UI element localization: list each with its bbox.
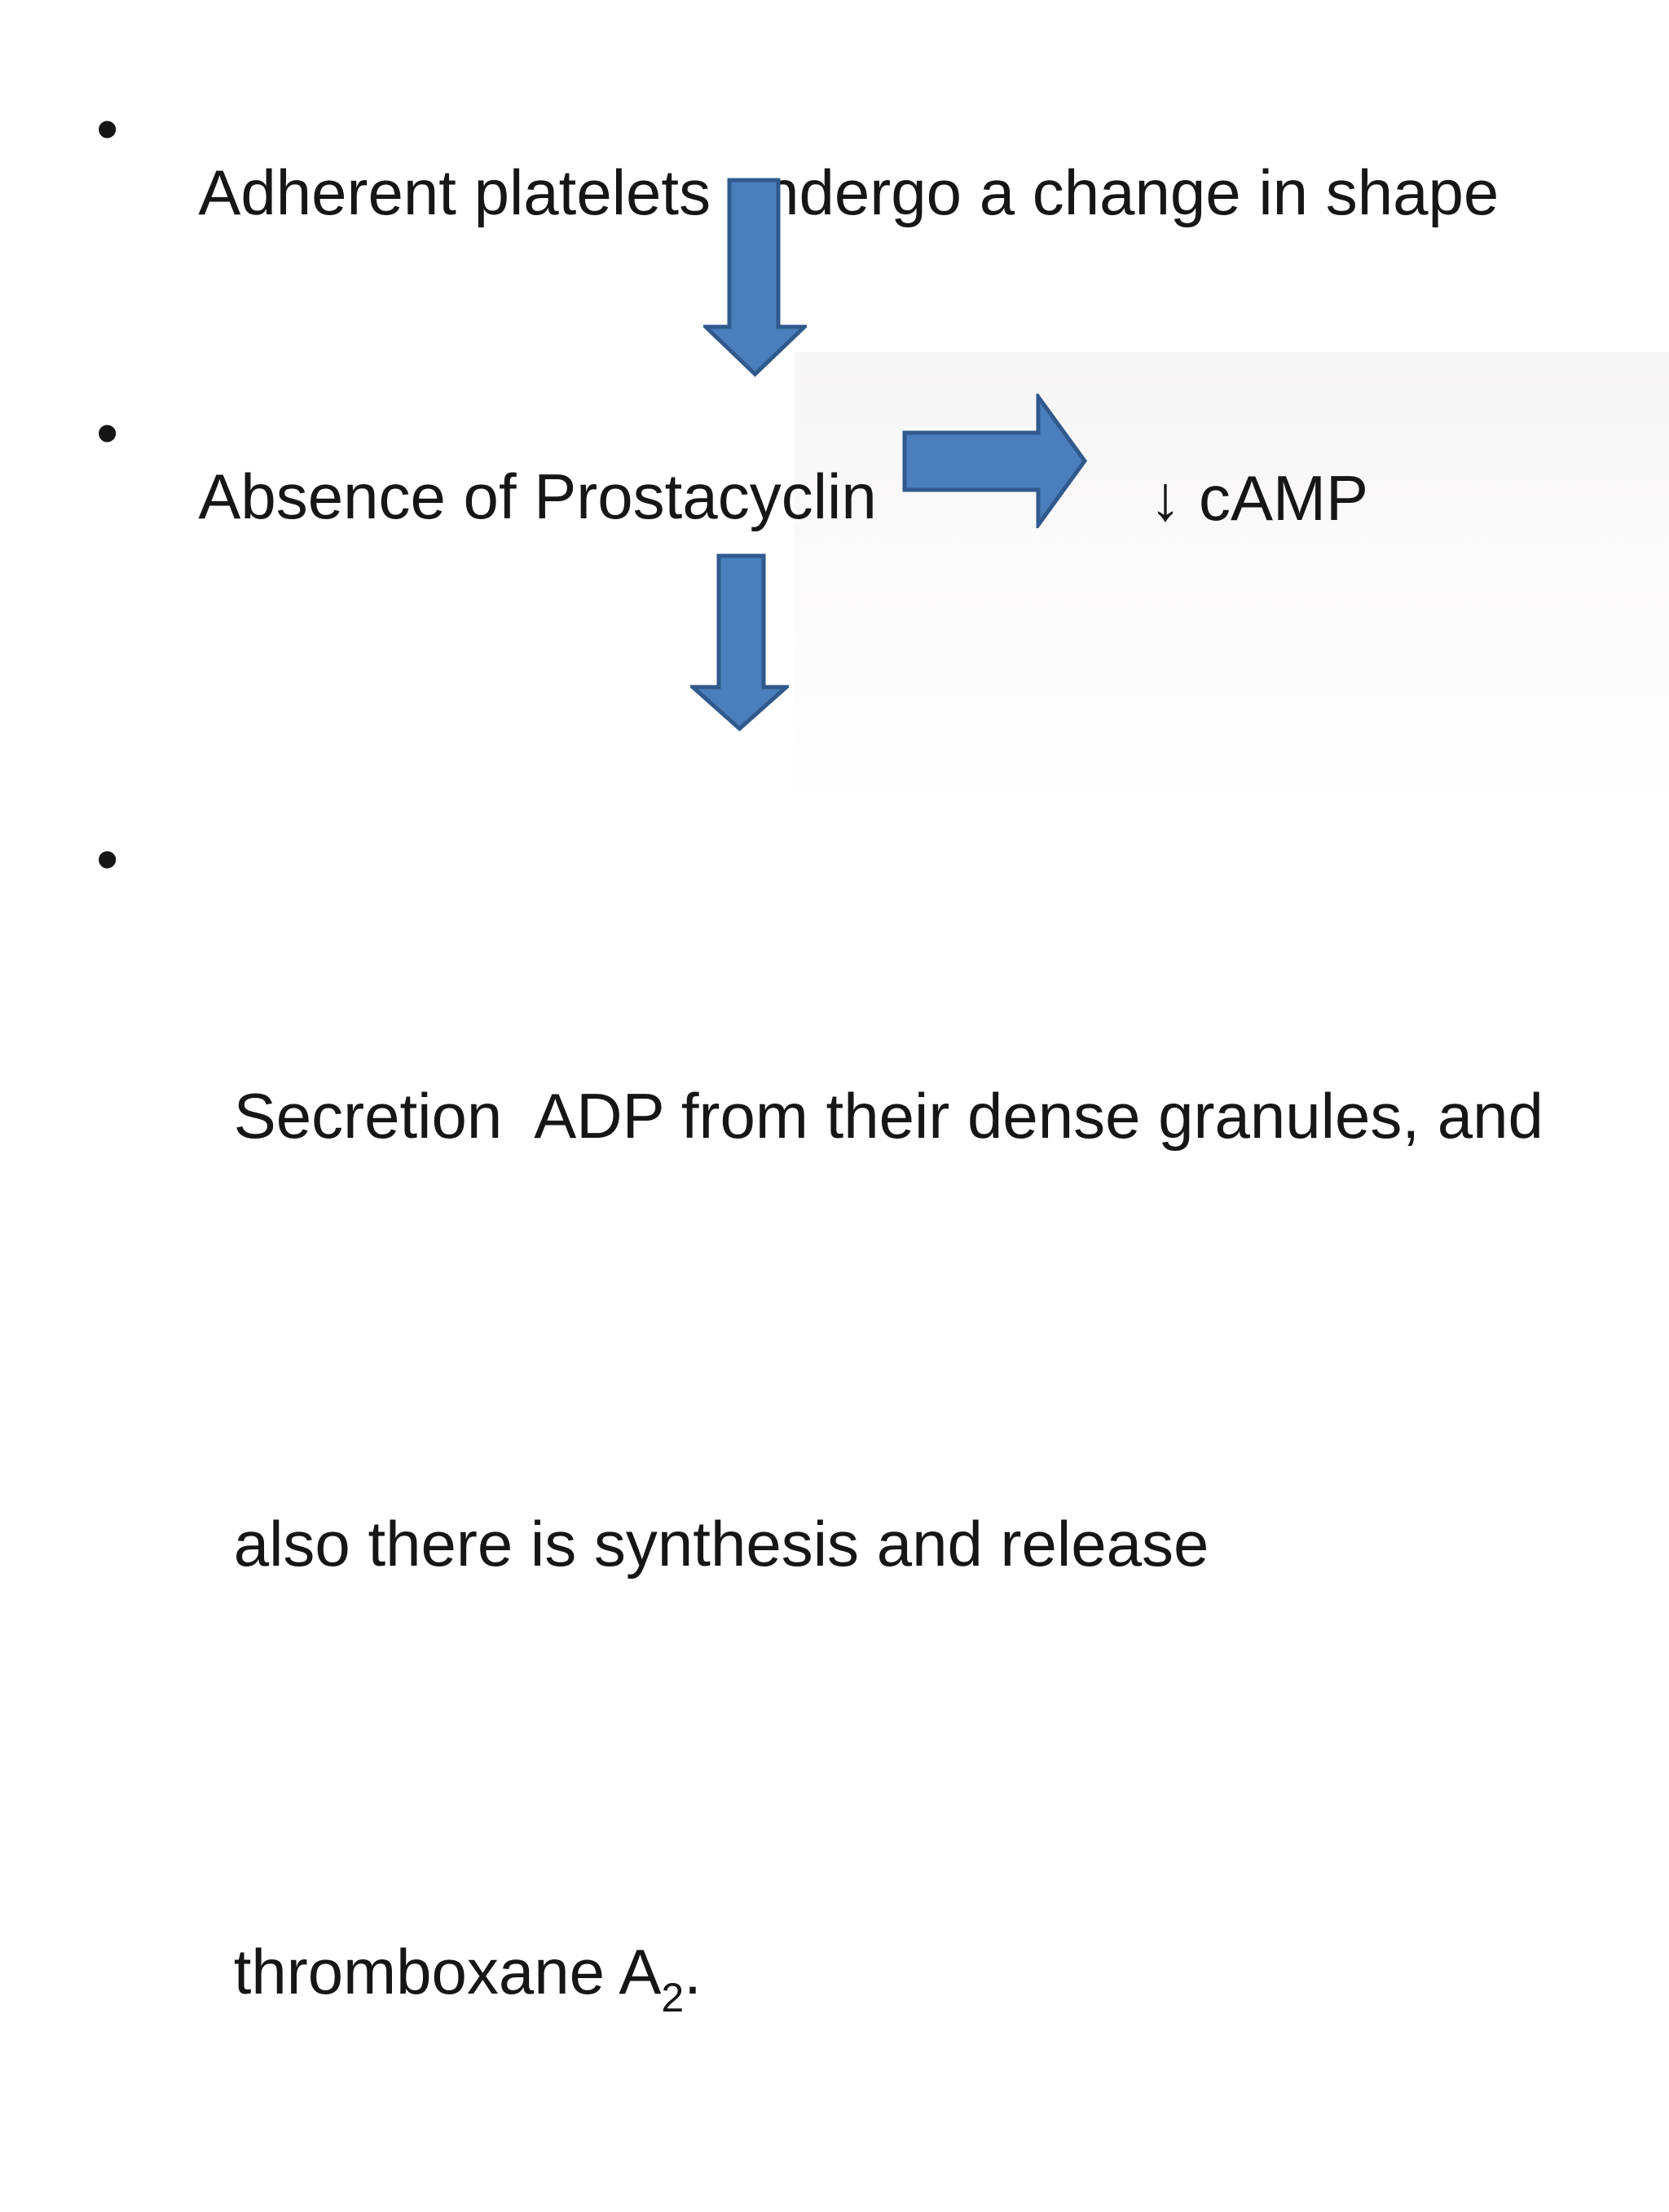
bullet-item-absence-prostacyclin: •Absence of Prostacyclin [96,401,877,528]
down-arrow-icon [690,553,789,732]
down-arrow-icon [703,178,807,377]
bullet-1-text: Adherent platelets undergo a change in s… [198,156,1499,228]
bullet-3-line-1: •Secretion ADP from their dense granules… [96,823,1543,1245]
bullet-3-line-3: thromboxane A2. [233,1936,702,2020]
bullet-icon: • [96,823,119,895]
slide: { "slide": { "bullet1": { "marker": "•",… [96,97,1669,2020]
camp-label: ↓ cAMP [1114,403,1368,530]
bullet-icon: • [96,93,119,165]
bullet-item-adherent-platelets: •Adherent platelets undergo a change in … [96,97,1499,224]
bullet-icon: • [96,397,119,469]
right-arrow-icon [902,394,1088,528]
decrease-arrow-glyph: ↓ [1149,462,1182,534]
camp-text: cAMP [1181,462,1369,534]
bullet-3-line-2: also there is synthesis and release [233,1508,1209,1580]
bullet-2-text: Absence of Prostacyclin [198,460,877,532]
bullet-item-secretion-adp: •Secretion ADP from their dense granules… [96,817,1543,2212]
thromboxane-a2-subscript: 2 [661,1975,685,2020]
